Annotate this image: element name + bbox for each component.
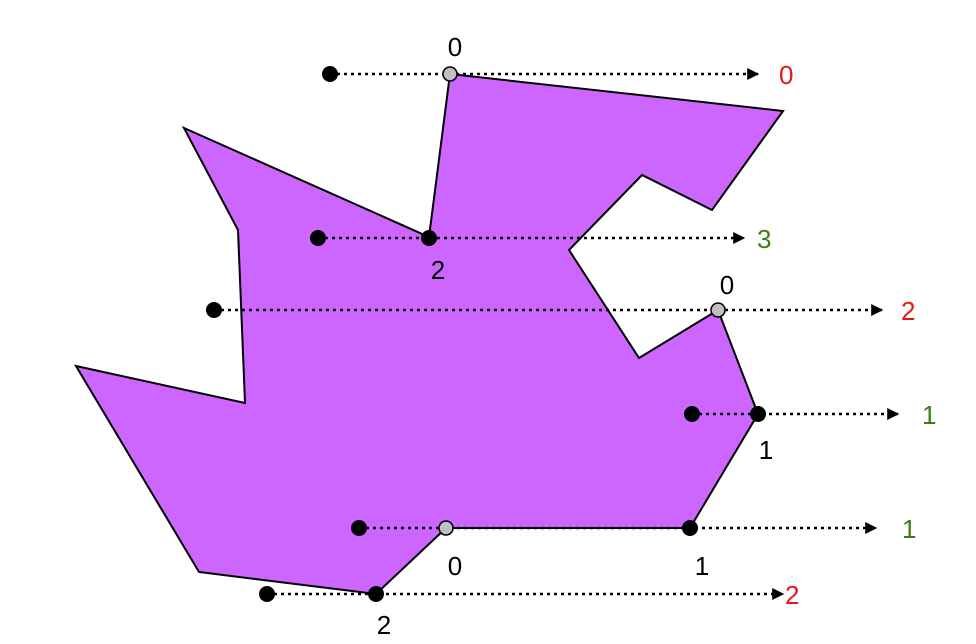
ray-row: 0 0 — [322, 32, 793, 90]
ray-row: 0 1 1 — [351, 514, 916, 581]
crossing-label: 0 — [448, 551, 462, 581]
ray-result-count: 2 — [901, 296, 915, 326]
crossing-vertex-marker — [438, 520, 454, 536]
ray-result-count: 1 — [922, 400, 936, 430]
crossing-label: 2 — [431, 255, 445, 285]
ray-result-count: 2 — [785, 580, 799, 610]
ray-origin-point — [310, 230, 326, 246]
crossing-point-marker — [421, 230, 437, 246]
ray-row: 2 2 — [259, 580, 799, 640]
crossing-point-marker — [368, 586, 384, 602]
crossing-label: 1 — [759, 435, 773, 465]
crossing-label: 0 — [720, 270, 734, 300]
ray-origin-point — [351, 520, 367, 536]
ray-row: 2 3 — [310, 224, 771, 285]
ray-origin-point — [322, 66, 338, 82]
crossing-point-marker — [750, 406, 766, 422]
ray-origin-point — [684, 406, 700, 422]
crossing-point-marker — [682, 520, 698, 536]
ray-origin-point — [206, 302, 222, 318]
ray-origin-point — [259, 586, 275, 602]
ray-result-count: 1 — [902, 514, 916, 544]
crossing-label: 0 — [448, 32, 462, 62]
crossing-vertex-marker — [710, 302, 726, 318]
ray-row: 1 1 — [684, 400, 936, 465]
crossing-vertex-marker — [442, 66, 458, 82]
polygon-shape — [73, 72, 785, 596]
crossing-label: 2 — [377, 610, 391, 640]
ray-result-count: 3 — [757, 224, 771, 254]
crossing-label: 1 — [695, 551, 709, 581]
ray-result-count: 0 — [779, 60, 793, 90]
ray-row: 0 2 — [206, 270, 915, 326]
